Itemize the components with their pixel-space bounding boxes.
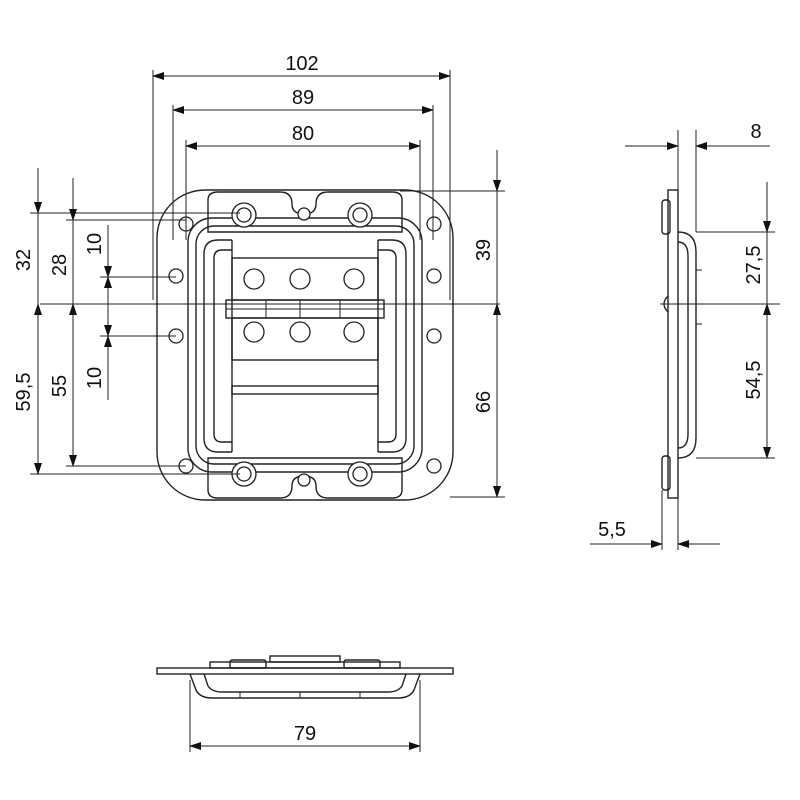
front-view [40, 189, 500, 501]
dim-28: 28 [49, 254, 71, 276]
upper-rivets [243, 268, 365, 343]
side-view [660, 189, 780, 499]
front-dimensions: 102 89 80 32 59,5 28 55 10 10 [13, 53, 505, 498]
handle-bail-left [203, 239, 232, 453]
dim-8: 8 [750, 121, 761, 143]
recess-outline [187, 217, 423, 473]
dim-10-upper: 10 [84, 233, 106, 255]
dim-27-5: 27,5 [743, 246, 765, 285]
handle-bail-right-inner [378, 249, 397, 443]
dim-54-5: 54,5 [743, 361, 765, 400]
recess-inner-outline [195, 225, 415, 465]
dim-79: 79 [294, 723, 316, 745]
dim-39: 39 [473, 239, 495, 261]
outer-flange [156, 189, 454, 501]
bottom-dimensions: 79 [189, 680, 421, 752]
large-screw-holes [231, 202, 373, 487]
side-dimensions: 8 27,5 54,5 5,5 [590, 121, 775, 550]
bottom-view [156, 655, 454, 699]
dim-66: 66 [473, 391, 495, 413]
dim-80: 80 [292, 123, 314, 145]
handle-bail-right [378, 239, 407, 453]
dim-5-5: 5,5 [598, 519, 626, 541]
handle-bail-left-inner [213, 249, 232, 443]
dim-32: 32 [13, 249, 35, 271]
dim-55: 55 [49, 375, 71, 397]
handle-grip [231, 385, 379, 395]
dim-59-5: 59,5 [13, 373, 35, 412]
hinge-knuckles [225, 299, 385, 319]
dim-10-lower: 10 [84, 367, 106, 389]
dim-89: 89 [292, 87, 314, 109]
dim-102: 102 [285, 53, 318, 75]
flange-holes [168, 216, 442, 474]
